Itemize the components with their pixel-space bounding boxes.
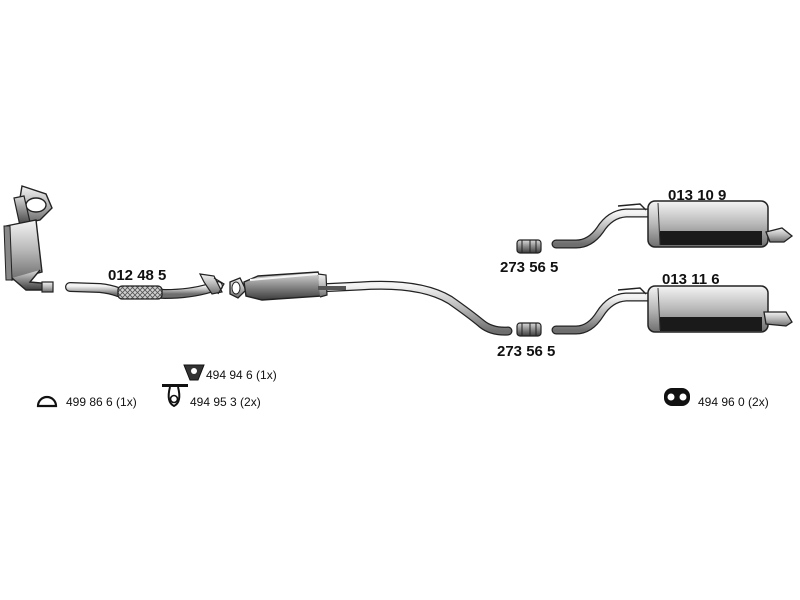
rubber-mount-icon [664,388,690,406]
label-clamp-lower: 273 56 5 [497,343,555,360]
clamp-upper[interactable] [516,239,542,254]
label-rubber-ring: 499 86 6 (1x) [66,395,137,409]
middle-silencer[interactable] [243,271,513,336]
hanger-icon [162,384,188,408]
rubber-ring-icon [36,395,58,408]
label-rubber-mount: 494 96 0 (2x) [698,395,769,409]
label-hanger: 494 95 3 (2x) [190,395,261,409]
label-rear-silencer-upper: 013 10 9 [668,187,726,204]
gasket-icon [183,364,205,381]
clamp-lower[interactable] [516,322,542,337]
label-front-pipe: 012 48 5 [108,267,166,284]
flex-connector[interactable] [229,277,247,299]
rear-silencer-lower[interactable] [551,285,793,335]
label-gasket: 494 94 6 (1x) [206,368,277,382]
catalytic-converter[interactable] [3,185,54,293]
front-pipe[interactable] [65,273,225,300]
label-rear-silencer-lower: 013 11 6 [662,271,720,288]
label-clamp-upper: 273 56 5 [500,259,558,276]
rear-silencer-upper[interactable] [551,200,794,249]
